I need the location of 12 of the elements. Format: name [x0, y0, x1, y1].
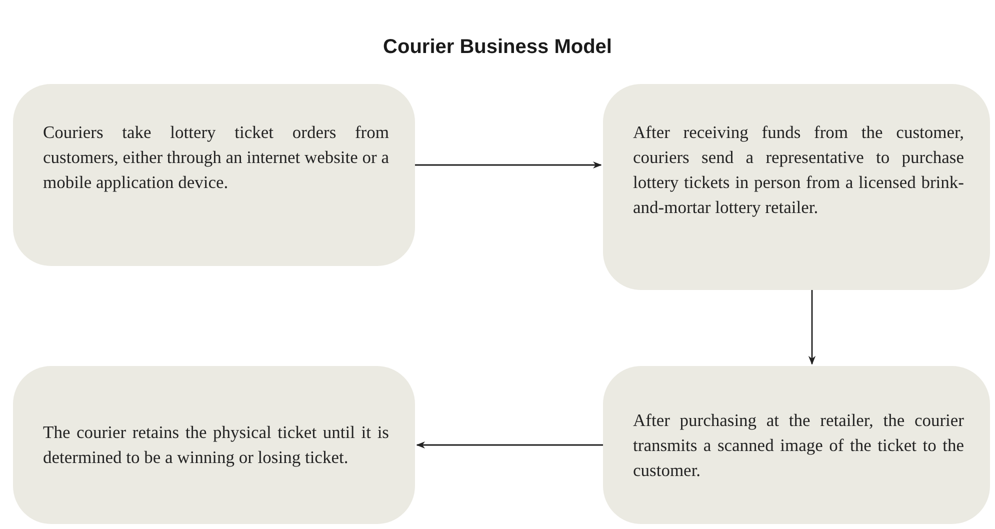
step-text: The courier retains the physical ticket until it is determined to be a winning or losing ticket. [43, 421, 389, 469]
step-text: After purchasing at the retailer, the courier transmits a scanned image of the ticket to the customer. [633, 408, 964, 482]
arrow [808, 290, 816, 365]
arrow [416, 441, 603, 449]
arrow [415, 161, 602, 169]
step-text: After receiving funds from the customer, couriers send a representative to purchase lottery tickets in person from a licensed brink-and-mortar lottery retailer. [633, 121, 964, 219]
process-box [603, 84, 990, 290]
process-box [13, 366, 415, 524]
process-box [13, 84, 415, 266]
diagram-title: Courier Business Model [383, 36, 612, 58]
process-box [603, 366, 990, 524]
step-text: Couriers take lottery ticket orders from customers, either through an internet website or a mobile application device. [43, 121, 389, 194]
